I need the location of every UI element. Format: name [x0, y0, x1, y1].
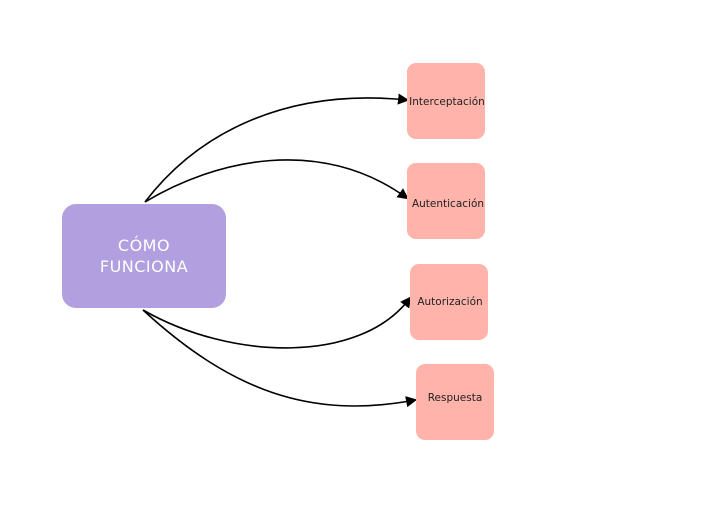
step-node-respuesta: Respuesta: [416, 364, 494, 440]
arrow-to-interceptacion: [144, 93, 410, 203]
step-node-interceptacion: Interceptación: [407, 63, 485, 139]
central-node-label: CÓMO FUNCIONA: [99, 236, 189, 276]
step-label-interceptacion: Interceptación: [409, 96, 485, 108]
central-node: CÓMO FUNCIONA: [62, 204, 226, 308]
step-label-autenticacion: Autenticación: [411, 198, 485, 210]
arrow-to-respuesta: [142, 309, 418, 408]
arrow-to-autenticacion: [144, 159, 409, 203]
step-node-autenticacion: Autenticación: [407, 163, 485, 239]
arrow-to-autorizacion: [142, 296, 412, 349]
step-label-respuesta: Respuesta: [427, 392, 483, 404]
step-node-autorizacion: Autorización: [410, 264, 488, 340]
step-label-autorizacion: Autorización: [417, 296, 483, 308]
